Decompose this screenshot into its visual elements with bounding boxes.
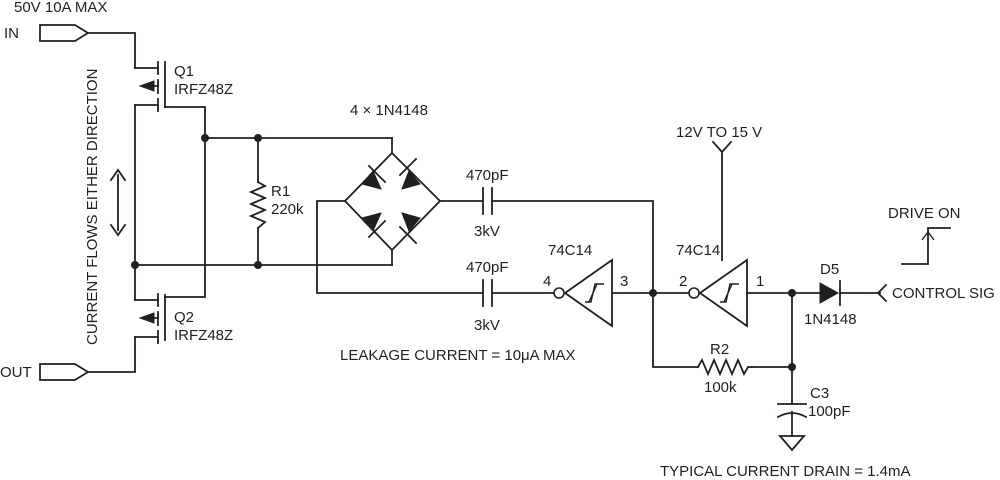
drive-on-label: DRIVE ON <box>888 205 961 222</box>
inv1-pin-in: 4 <box>543 273 551 290</box>
d5-ref: D5 <box>820 261 839 278</box>
q1-ref: Q1 <box>174 63 194 80</box>
r2-value: 100k <box>704 379 737 396</box>
c3-ref: C3 <box>810 385 829 402</box>
inv2-part: 74C14 <box>676 242 720 259</box>
bridge-label: 4 × 1N4148 <box>350 102 428 119</box>
cap-bottom-value: 470pF <box>466 259 509 276</box>
d5-part: 1N4148 <box>804 311 857 328</box>
supply-rail: 12V TO 15 V <box>676 124 762 154</box>
capacitor-top: 470pF 3kV <box>466 167 509 240</box>
port-out: OUT <box>0 363 90 381</box>
inv2-pin-in: 2 <box>679 273 687 290</box>
r1-value: 220k <box>271 201 304 218</box>
schmitt-inverter-1: 74C14 4 3 <box>543 242 628 328</box>
diode-d5: D5 1N4148 <box>804 261 857 328</box>
drain-note: TYPICAL CURRENT DRAIN = 1.4mA <box>660 463 910 480</box>
cap-top-voltage: 3kV <box>474 223 500 240</box>
cap-top-value: 470pF <box>466 167 509 184</box>
junctions <box>131 134 796 371</box>
capacitor-bottom: 470pF 3kV <box>466 259 509 334</box>
drive-on-waveform: DRIVE ON <box>888 205 961 265</box>
current-direction-arrow <box>109 168 127 237</box>
resistor-r1: R1 220k <box>248 180 304 230</box>
port-in-label: IN <box>4 25 19 42</box>
wires <box>87 32 881 437</box>
r1-ref: R1 <box>271 183 290 200</box>
c3-value: 100pF <box>808 403 851 420</box>
control-label: CONTROL SIG <box>892 285 995 302</box>
mosfet-q2: Q2 IRFZ48Z <box>134 293 233 344</box>
resistor-r2: R2 100k <box>696 341 753 396</box>
schmitt-inverter-2: 74C14 2 1 <box>676 242 764 328</box>
port-in: IN <box>4 24 90 42</box>
supply-label: 12V TO 15 V <box>676 124 762 141</box>
q2-ref: Q2 <box>174 309 194 326</box>
diode-bridge: 4 × 1N4148 <box>343 102 442 252</box>
q2-part: IRFZ48Z <box>174 327 233 344</box>
ground-symbol <box>778 435 806 452</box>
current-direction-label: CURRENT FLOWS EITHER DIRECTION <box>84 69 101 345</box>
cap-bottom-voltage: 3kV <box>474 317 500 334</box>
q1-part: IRFZ48Z <box>174 81 233 98</box>
r2-ref: R2 <box>710 341 729 358</box>
inv1-pin-out: 3 <box>620 273 628 290</box>
inv2-pin-out: 1 <box>756 273 764 290</box>
control-signal-port: CONTROL SIG <box>876 283 995 303</box>
capacitor-c3: C3 100pF <box>776 385 851 420</box>
leakage-note: LEAKAGE CURRENT = 10μA MAX <box>340 347 576 364</box>
max-rating-label: 50V 10A MAX <box>14 0 107 16</box>
port-out-label: OUT <box>0 364 32 381</box>
inv1-part: 74C14 <box>548 242 592 259</box>
mosfet-q1: Q1 IRFZ48Z <box>134 61 233 112</box>
